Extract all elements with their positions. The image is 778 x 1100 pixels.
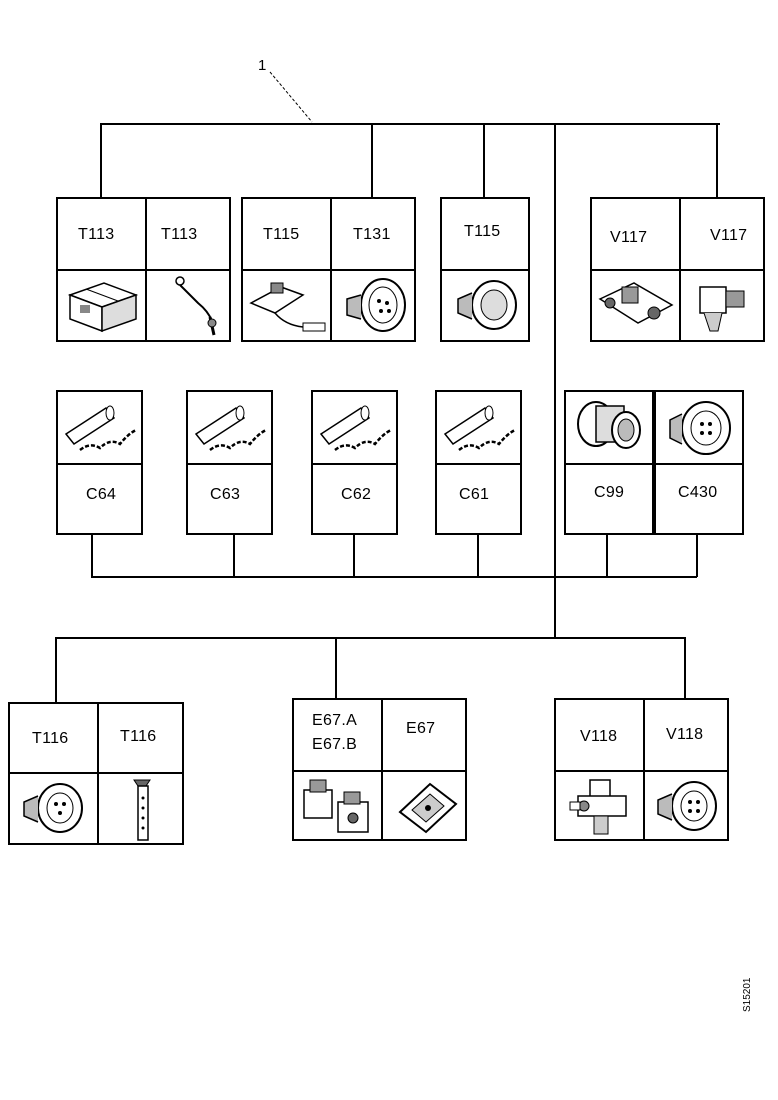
connector-group-c99: C99 (564, 390, 654, 535)
bus-line (91, 576, 697, 578)
valve-icon (569, 779, 627, 835)
bus-line (696, 533, 698, 577)
connector-label: E67.B (312, 736, 358, 753)
row-divider (313, 463, 396, 465)
round-connector-icon (669, 401, 731, 455)
bus-line (233, 533, 235, 577)
connector-group-v118: V118 V118 (554, 698, 729, 841)
cell-divider (381, 700, 383, 839)
connector-group-t115-t131: T115 T131 (241, 197, 416, 342)
document-id: S15201 (742, 977, 753, 1012)
connector-label: C62 (341, 486, 372, 503)
connector-label: T115 (263, 226, 300, 243)
cell-divider (643, 700, 645, 839)
connector-label: C430 (678, 484, 718, 501)
bus-line (606, 533, 608, 577)
row-divider (592, 269, 763, 271)
connector-group-t115: T115 (440, 197, 530, 342)
bus-line (55, 637, 57, 703)
connector-group-c430: C430 (654, 390, 744, 535)
connector-group-e67: E67.A E67.B E67 (292, 698, 467, 841)
connector-group-t116: T116 T116 (8, 702, 184, 845)
connector-group-v117: V117 V117 (590, 197, 765, 342)
bus-line (55, 637, 686, 639)
connector-label: V117 (710, 227, 748, 244)
row-divider (188, 463, 271, 465)
connector-label: C64 (86, 486, 117, 503)
connector-label: T116 (120, 728, 157, 745)
connector-label: V118 (580, 728, 618, 745)
connector-label: E67 (406, 720, 436, 737)
connector-group-t113: T113 T113 (56, 197, 231, 342)
round-connector-icon (457, 280, 517, 330)
row-divider (656, 463, 742, 465)
round-connector-icon (657, 781, 717, 831)
callout-number: 1 (258, 57, 267, 74)
connector-group-c61: C61 (435, 390, 522, 535)
callout-leader (269, 71, 313, 123)
bus-line (684, 637, 686, 699)
bus-line (91, 533, 93, 577)
connector-label: T113 (78, 226, 115, 243)
connector-group-c64: C64 (56, 390, 143, 535)
wire-sleeve-icon (443, 405, 516, 452)
row-divider (58, 269, 229, 271)
row-divider (556, 770, 727, 772)
connector-label: T131 (353, 226, 391, 243)
row-divider (10, 772, 182, 774)
connector-label: C61 (459, 486, 490, 503)
connector-label: C99 (594, 484, 625, 501)
bus-line (483, 123, 485, 198)
row-divider (58, 463, 141, 465)
connector-group-c62: C62 (311, 390, 398, 535)
connector-label: T115 (464, 223, 501, 240)
wire-sleeve-icon (64, 405, 137, 452)
bus-line (716, 123, 718, 198)
row-divider (294, 770, 465, 772)
connector-block-icon (67, 282, 139, 333)
round-plug-icon (577, 401, 641, 449)
pin-strip-icon (133, 779, 151, 841)
bus-line (353, 533, 355, 577)
connector-label: E67.A (312, 712, 358, 729)
row-divider (442, 269, 528, 271)
bus-line (477, 533, 479, 577)
row-divider (566, 463, 652, 465)
trunk-line (554, 123, 556, 638)
double-connector-icon (303, 779, 369, 833)
valve-block-icon (598, 282, 674, 324)
connector-label: C63 (210, 486, 241, 503)
bus-line (100, 123, 720, 125)
connector-label: T113 (161, 226, 198, 243)
connector-label: V117 (610, 229, 648, 246)
bracket-wire-icon (249, 282, 326, 332)
bus-line (335, 637, 337, 699)
connector-group-c63: C63 (186, 390, 273, 535)
bus-line (100, 123, 102, 198)
connector-label: V118 (666, 726, 704, 743)
wire-sleeve-icon (319, 405, 392, 452)
wire-pin-icon (175, 276, 217, 336)
row-divider (243, 269, 414, 271)
small-connector-icon (699, 286, 745, 332)
connector-label: T116 (32, 730, 69, 747)
wire-sleeve-icon (194, 405, 267, 452)
round-connector-icon (23, 783, 83, 833)
bus-line (371, 123, 373, 198)
square-connector-icon (398, 782, 458, 834)
round-connector-icon (346, 278, 406, 332)
row-divider (437, 463, 520, 465)
